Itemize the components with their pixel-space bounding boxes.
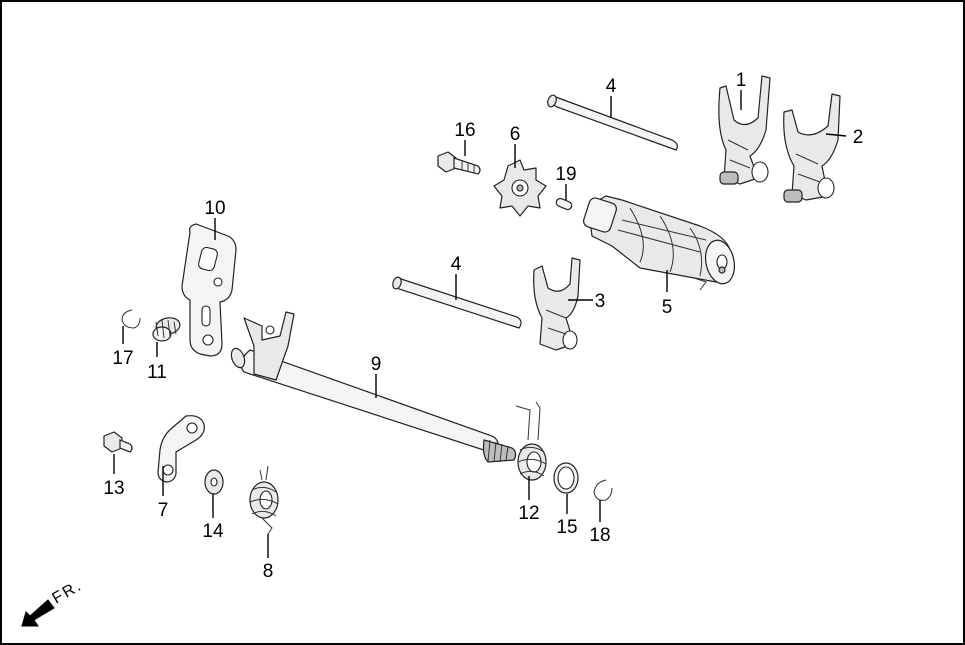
part-8-stopper-spring <box>249 465 279 535</box>
callout-8: 8 <box>263 561 274 582</box>
callout-14: 14 <box>202 521 224 542</box>
callout-12: 12 <box>518 503 539 524</box>
callout-5: 5 <box>662 297 673 318</box>
part-4-upper-fork-shaft <box>547 94 678 151</box>
part-11-collar <box>152 317 181 342</box>
part-2-shift-fork <box>783 93 841 203</box>
part-17-circlip <box>121 309 141 329</box>
part-18-circlip <box>593 479 613 501</box>
callout-10: 10 <box>204 198 225 219</box>
part-3-shift-fork <box>533 257 581 351</box>
part-4-lower-fork-shaft <box>392 276 522 329</box>
part-9-gearshift-spindle <box>230 311 517 463</box>
part-1-shift-fork <box>718 75 771 185</box>
callout-16: 16 <box>454 120 475 141</box>
part-15-washer <box>553 462 579 494</box>
callout-11: 11 <box>147 362 167 383</box>
callout-labels: 1 2 3 4 4 5 6 7 8 9 10 11 12 13 14 15 16… <box>103 70 863 582</box>
callout-9: 9 <box>371 354 382 375</box>
callout-7: 7 <box>158 500 169 521</box>
part-13-bolt <box>103 431 133 453</box>
callout-18: 18 <box>589 525 610 546</box>
part-19-dowel-pin <box>555 197 573 211</box>
callout-13: 13 <box>103 478 124 499</box>
callout-17: 17 <box>112 348 133 369</box>
callout-4-lower: 4 <box>451 254 462 275</box>
front-label: FR. <box>50 577 86 608</box>
part-16-bolt <box>437 151 481 175</box>
callout-1: 1 <box>736 70 747 91</box>
part-5-shift-drum <box>583 195 736 291</box>
front-direction-indicator: FR. <box>21 577 86 627</box>
callout-4-upper: 4 <box>606 76 617 97</box>
callout-15: 15 <box>556 517 577 538</box>
part-7-drum-stopper-arm <box>157 415 205 483</box>
arrow-down-left-icon <box>21 599 55 627</box>
part-14-washer <box>204 469 224 495</box>
callout-19: 19 <box>555 164 576 185</box>
part-6-shift-drum-cam <box>493 159 547 217</box>
part-10-stopper-arm <box>181 223 237 357</box>
callout-6: 6 <box>510 124 521 145</box>
part-12-return-spring <box>515 401 547 481</box>
callout-2: 2 <box>853 127 864 148</box>
leader-lines <box>113 90 847 558</box>
callout-3: 3 <box>595 291 606 312</box>
